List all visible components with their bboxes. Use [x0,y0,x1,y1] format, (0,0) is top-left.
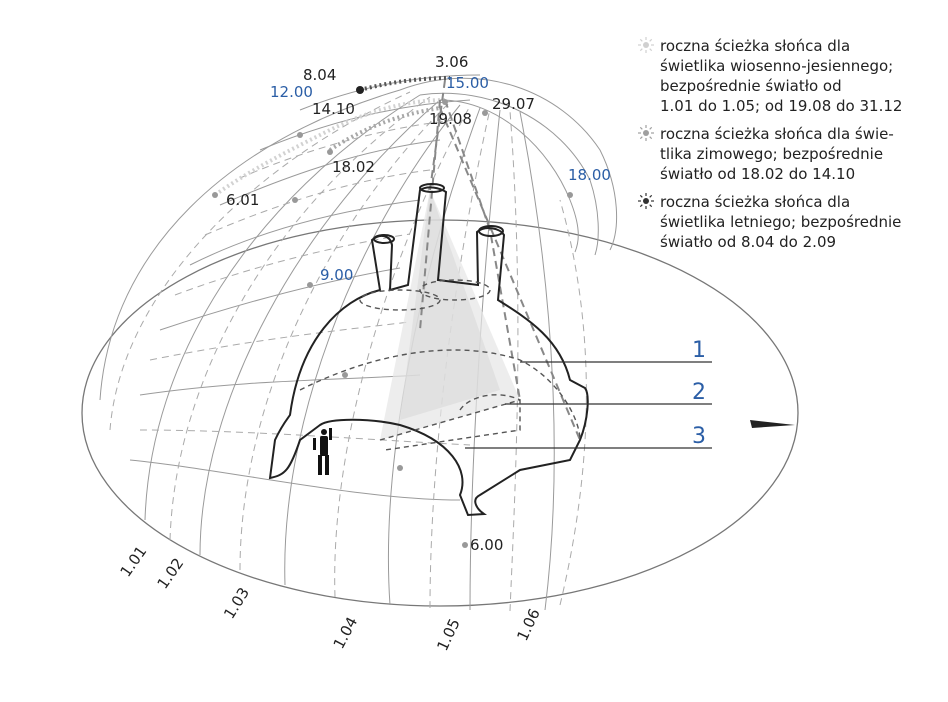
hour-label: 15.00 [446,74,489,92]
legend-item: roczna ścieżka słońca dla świe- tlika zi… [638,124,938,184]
dome-grid [99,74,617,611]
sun-marker-icon [356,86,364,94]
sun-icon [638,125,660,143]
date-label: 18.02 [332,158,375,176]
date-label: 19.08 [429,110,472,128]
north-arrow-icon [750,420,795,428]
hour-label: 9.00 [320,266,353,284]
month-label: 1.03 [220,584,253,622]
legend-item: roczna ścieżka słońca dla świetlika wios… [638,36,938,116]
month-label: 1.01 [117,543,151,581]
date-label: 29.07 [492,95,535,113]
legend-text: roczna ścieżka słońca dla świe- tlika zi… [660,125,894,183]
callout-number: 3 [692,424,706,449]
callout-lines [465,361,712,449]
month-label: 1.02 [154,555,188,593]
hour-label: 6.00 [470,536,503,554]
hour-label: 18.00 [568,166,611,184]
month-label: 1.05 [433,616,463,654]
human-figure [313,428,332,475]
hour-label: 12.00 [270,83,313,101]
month-label: 1.04 [330,614,362,652]
date-label: 6.01 [226,191,259,209]
month-label: 1.06 [513,606,543,644]
building-outline [268,183,589,517]
sun-path-summer [359,76,451,92]
sun-path-winter [328,106,441,152]
building-dashed [299,279,581,451]
light-beams [419,79,581,441]
legend-text: roczna ścieżka słońca dla świetlika wios… [660,37,903,115]
callout-number: 2 [692,380,706,405]
date-label: 8.04 [303,66,336,84]
callout-number: 1 [692,338,706,363]
date-label: 14.10 [312,100,355,118]
legend-text: roczna ścieżka słońca dla świetlika letn… [660,193,902,251]
sun-icon [638,37,660,55]
date-label: 3.06 [435,53,468,71]
light-cone-dark [400,190,500,420]
sun-icon [638,193,660,211]
grid-nodes [212,99,573,548]
legend-item: roczna ścieżka słońca dla świetlika letn… [638,192,938,252]
legend: roczna ścieżka słońca dla świetlika wios… [638,36,938,260]
